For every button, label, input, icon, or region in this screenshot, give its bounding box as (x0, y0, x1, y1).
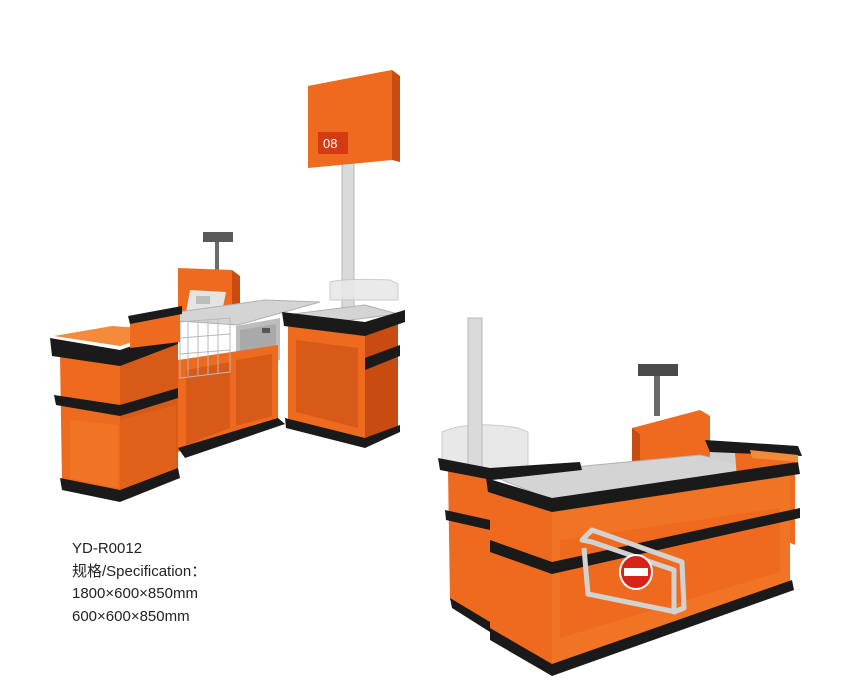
glass-guard (329, 278, 399, 301)
pos-scale (203, 232, 233, 270)
pos-scale-right (638, 364, 678, 416)
dimension-2: 600×600×850mm (72, 607, 190, 625)
right-module (282, 304, 405, 448)
model-number: YD-R0012 (72, 540, 143, 557)
lane-number: 08 (323, 136, 337, 151)
lane-number-sign: 08 (308, 70, 400, 168)
glass-guard-right (441, 424, 529, 471)
swing-gate (579, 527, 687, 615)
dimension-1: 1800×600×850mm (72, 585, 198, 602)
middle-cabinet (178, 345, 285, 458)
checkout-counter-left: 08 (50, 70, 405, 502)
left-cabinet (50, 326, 180, 502)
end-cabinet (438, 458, 582, 632)
worktop-middle (134, 299, 321, 326)
pole-right (467, 317, 483, 469)
wire-basket (179, 317, 231, 379)
product-spec: YD-R0012 规格/Specification： 1800×600×850m… (72, 538, 206, 628)
lane-number-badge (318, 132, 348, 154)
spec-label: 规格/Specification： (72, 562, 207, 580)
checkout-counter-right (438, 317, 802, 676)
rear-cabinet (128, 306, 182, 348)
no-entry-icon (619, 554, 653, 590)
